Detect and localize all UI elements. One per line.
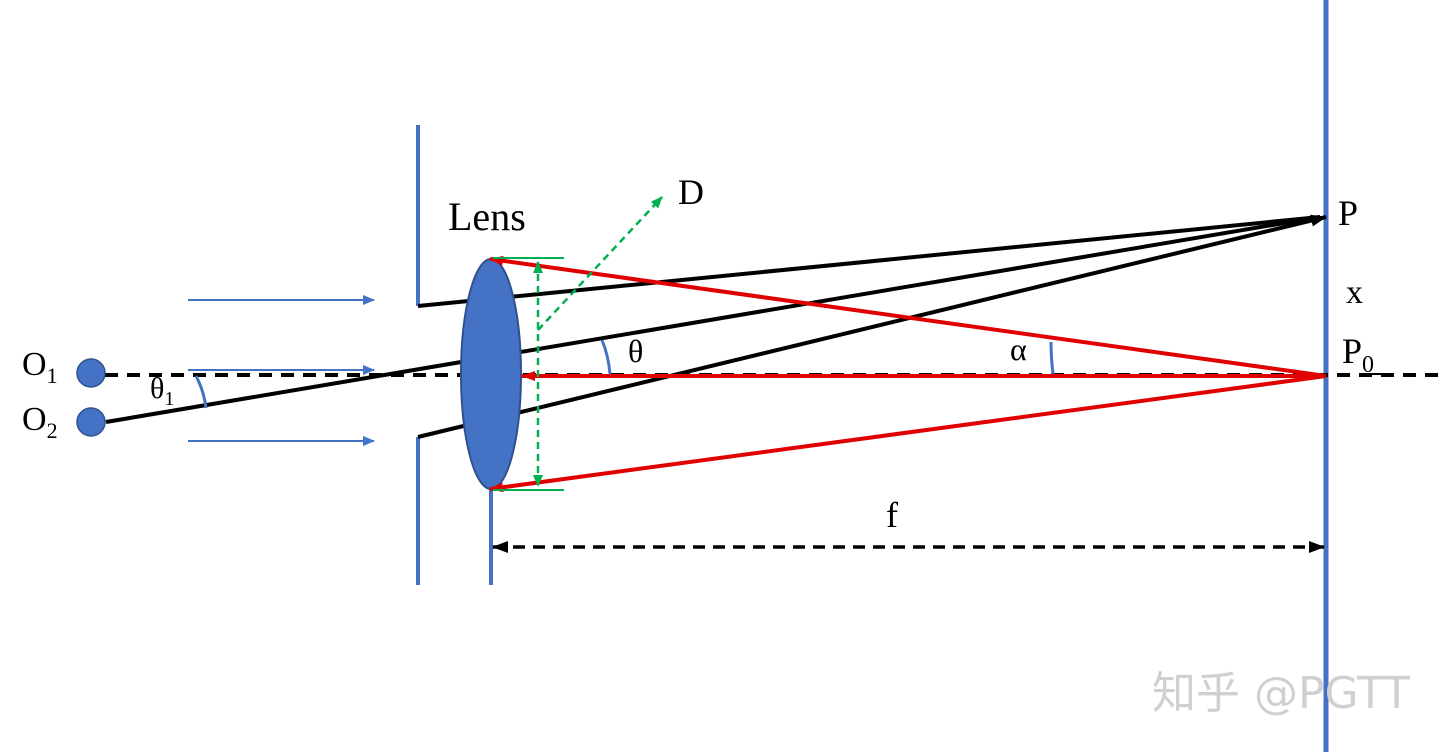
label-o2-base: O [22,401,47,438]
lens-ellipse [460,258,522,490]
ray-lower-to-p [417,214,1327,439]
label-o1: O1 [22,346,58,388]
label-o2: O2 [22,401,58,443]
label-p0-base: P [1342,331,1362,371]
object-point-o2 [76,407,106,437]
diameter-leader [537,196,663,331]
chief-ray-o2 [105,215,1321,424]
label-theta1: θ1 [150,372,174,410]
label-alpha: α [1010,331,1027,367]
red-ray-upper [489,255,1327,378]
label-o1-subscript: 1 [47,363,58,388]
label-o2-subscript: 2 [47,418,58,443]
red-ray-lower [489,374,1327,493]
label-lens: Lens [448,194,526,239]
angle-theta1-arc [194,375,208,409]
label-p: P [1338,193,1358,233]
label-d: D [678,172,704,212]
label-theta: θ [628,333,643,369]
angle-alpha-arc [1049,341,1055,375]
angle-theta-arc [600,339,612,375]
label-theta1-base: θ [150,372,164,405]
object-point-o1 [76,358,106,388]
ray-upper-to-p [417,215,1321,308]
label-o1-base: O [22,346,47,383]
label-p0-subscript: 0 [1362,352,1374,378]
watermark: 知乎 @PGTT [1152,668,1410,719]
label-p0: P0 [1342,331,1374,378]
label-f: f [886,495,898,535]
label-x: x [1346,274,1363,311]
label-theta1-subscript: 1 [164,388,174,410]
